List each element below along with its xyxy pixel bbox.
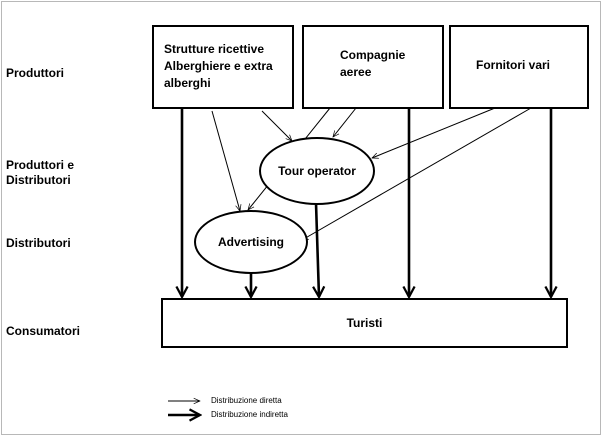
node-text-line: Alberghiere e extra (164, 59, 273, 73)
node-tour-operator: Tour operator (259, 137, 375, 205)
level-label-produttori: Produttori (6, 66, 64, 80)
level-label-consumatori: Consumatori (6, 324, 81, 338)
node-text-line: Turisti (346, 315, 383, 330)
level-label-line: Distributori (6, 173, 71, 187)
node-text-line: aeree (340, 65, 372, 79)
node-advertising: Advertising (194, 210, 308, 274)
arrow-fornitori-to-advertising (302, 107, 532, 241)
level-label-distributori: Distributori (6, 236, 71, 250)
node-fornitori-vari: Fornitori vari (449, 25, 589, 109)
node-text-line: alberghi (164, 76, 211, 90)
legend-thin-label: Distribuzione diretta (211, 396, 282, 405)
node-strutture-ricettive: Strutture ricettive Alberghiere e extra … (152, 25, 294, 109)
node-turisti: Turisti (161, 298, 568, 348)
node-compagnie-aeree: Compagnie aeree (302, 25, 444, 109)
arrow-compagnie-to-tour-operator (333, 107, 357, 137)
legend-thick-label: Distribuzione indiretta (211, 410, 288, 419)
node-text-line: Fornitori vari (476, 58, 551, 72)
arrow-tour-operator-to-turisti (316, 202, 319, 297)
node-text-line: Strutture ricettive (164, 42, 265, 56)
arrow-strutture-to-tour-operator (261, 110, 292, 141)
node-text-line: Compagnie (340, 48, 406, 62)
arrow-fornitori-to-tour-operator (372, 107, 496, 158)
level-label-produttori-distributori: Produttori e Distributori (6, 158, 74, 188)
level-label-line: Produttori e (6, 158, 74, 172)
arrow-strutture-to-advertising (211, 110, 240, 211)
